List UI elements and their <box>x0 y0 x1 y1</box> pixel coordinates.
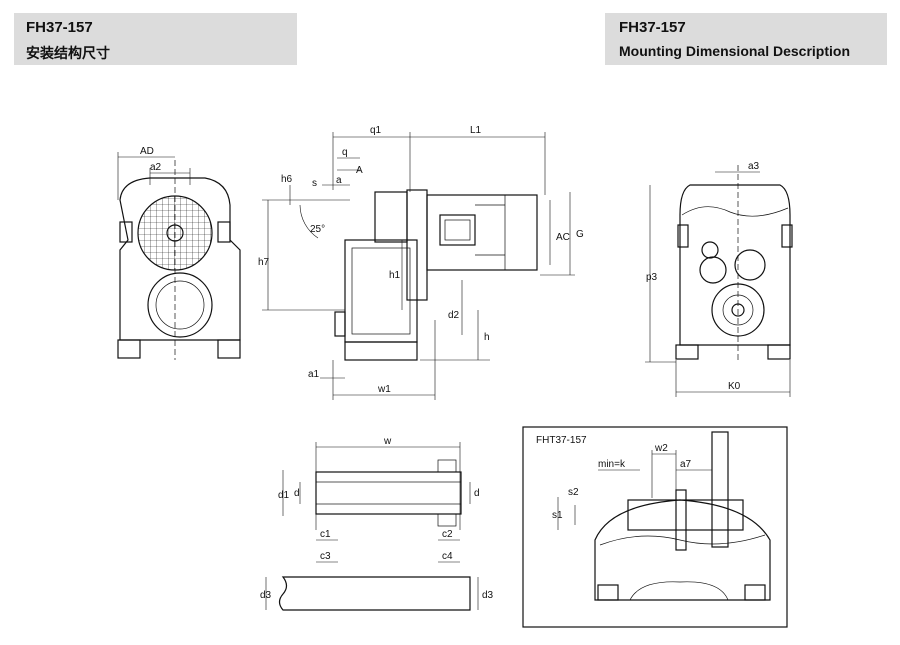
label-a: a <box>336 175 342 186</box>
label-s: s <box>312 178 317 189</box>
header-left: FH37-157 安装结构尺寸 <box>14 13 297 65</box>
label-d2: d2 <box>448 310 460 321</box>
label-h1: h1 <box>389 270 401 281</box>
fht-detail-box: FHT37-157 w2 min=k a7 s1 s2 <box>522 426 788 628</box>
label-d1: d1 <box>278 490 290 501</box>
label-s2: s2 <box>568 487 579 498</box>
label-c4: c4 <box>442 551 453 562</box>
label-h: h <box>484 332 490 343</box>
label-h7: h7 <box>258 257 270 268</box>
label-a3: a3 <box>748 161 760 172</box>
label-d-left: d <box>294 488 300 499</box>
label-s1: s1 <box>552 510 563 521</box>
label-a7: a7 <box>680 459 692 470</box>
side-view: q1 L1 q A s a h6 h7 25° h1 AC G d2 h a1 … <box>258 125 584 400</box>
label-angle: 25° <box>310 224 325 235</box>
label-h6: h6 <box>281 174 293 185</box>
model-code-en: FH37-157 <box>619 19 686 36</box>
section-title: 安装结构尺寸 <box>26 45 110 61</box>
label-AC: AC <box>556 232 570 243</box>
label-w: w <box>383 436 392 447</box>
label-a1: a1 <box>308 369 320 380</box>
label-q: q <box>342 147 348 158</box>
label-p3: p3 <box>646 272 658 283</box>
header-right: FH37-157 Mounting Dimensional Descriptio… <box>605 13 887 65</box>
hollow-shaft-section: w d1 d d c1 c2 <box>278 436 480 541</box>
label-K0: K0 <box>728 381 741 392</box>
label-d-right: d <box>474 488 480 499</box>
label-c3: c3 <box>320 551 331 562</box>
label-G: G <box>576 229 584 240</box>
solid-shaft: c3 c4 d3 d3 <box>260 551 494 611</box>
label-d3-right: d3 <box>482 590 494 601</box>
label-c1: c1 <box>320 529 331 540</box>
label-min-k: min=k <box>598 459 626 470</box>
section-title-en: Mounting Dimensional Description <box>619 43 851 59</box>
label-d3-left: d3 <box>260 590 272 601</box>
label-A: A <box>356 165 363 176</box>
back-view: a3 p3 K0 <box>645 161 793 397</box>
label-AD: AD <box>140 146 154 157</box>
label-a2: a2 <box>150 162 162 173</box>
label-q1: q1 <box>370 125 382 136</box>
label-L1: L1 <box>470 125 482 136</box>
label-w2: w2 <box>654 443 668 454</box>
front-view: AD a2 <box>117 146 241 360</box>
fht-title: FHT37-157 <box>536 435 587 446</box>
label-w1: w1 <box>377 384 391 395</box>
label-c2: c2 <box>442 529 453 540</box>
model-code: FH37-157 <box>26 19 93 36</box>
